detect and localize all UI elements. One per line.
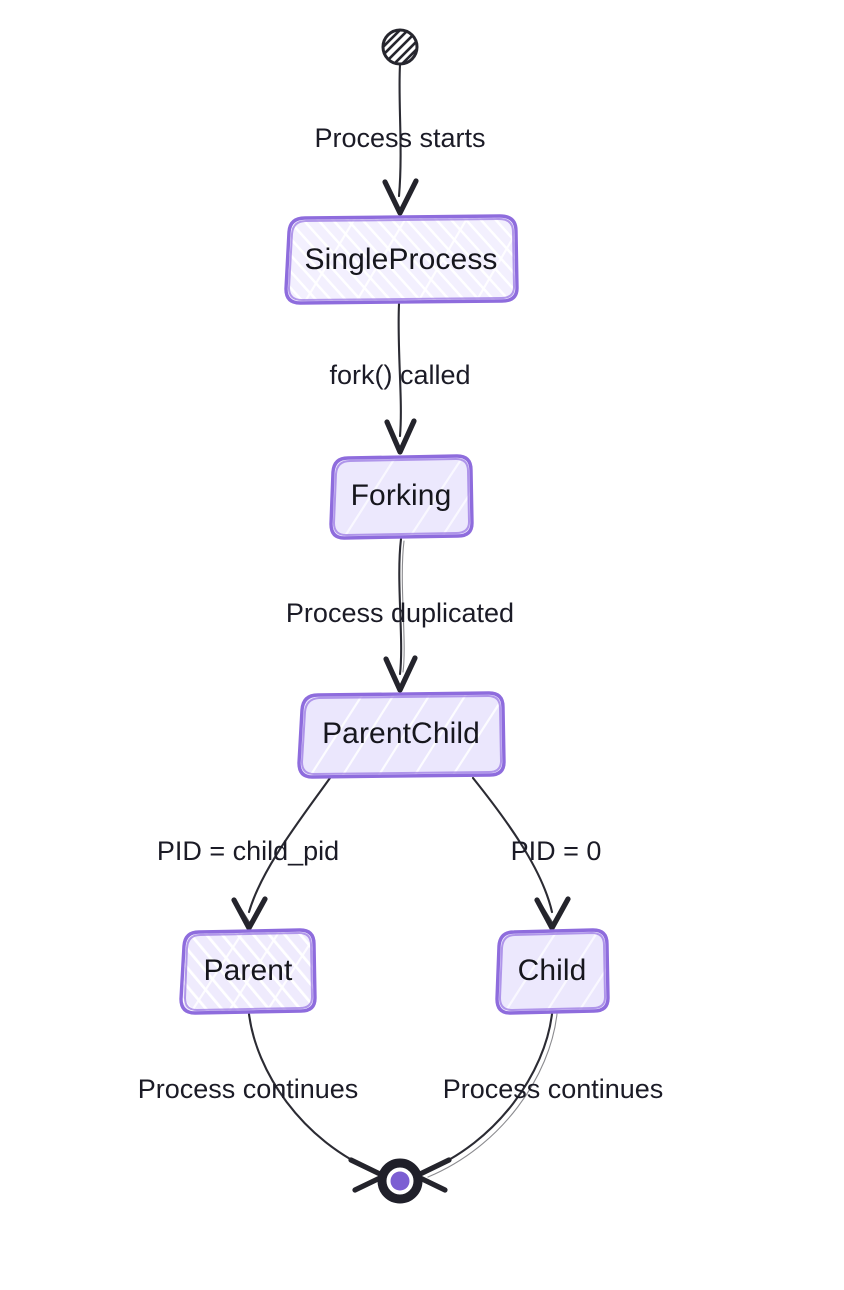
edge-label-process-continues-right: Process continues — [443, 1074, 664, 1104]
state-node-background — [497, 930, 608, 1013]
state-node-border — [179, 928, 317, 1015]
state-node-singleprocess[interactable]: SingleProcess — [284, 208, 528, 312]
arrowhead-icon — [382, 178, 419, 216]
edge-parentchild-to-child: PID = 0 — [471, 776, 602, 931]
edge-label-process-continues-left: Process continues — [138, 1074, 359, 1104]
edge-label-pid-child-pid: PID = child_pid — [157, 836, 339, 866]
state-node-border-sketch — [301, 695, 502, 775]
state-node-label: Child — [518, 954, 587, 987]
state-node-border-sketch — [499, 932, 606, 1011]
edge-path — [471, 776, 554, 914]
state-node-child[interactable]: Child — [495, 926, 620, 1022]
edge-label-fork-called: fork() called — [329, 360, 470, 390]
state-node-border — [329, 454, 474, 540]
state-node-label: SingleProcess — [304, 243, 497, 276]
end-node[interactable] — [377, 1158, 423, 1204]
state-node-label: Parent — [204, 954, 294, 987]
end-node-inner-dot — [390, 1171, 410, 1191]
edge-path-ghost — [401, 540, 405, 673]
edge-start-to-singleprocess: Process starts — [314, 63, 486, 216]
arrowhead-inner-icon — [539, 902, 568, 928]
state-node-border — [297, 691, 506, 779]
state-node-forking[interactable]: Forking — [329, 450, 492, 546]
state-node-texture — [298, 216, 517, 303]
edge-label-pid-zero: PID = 0 — [511, 836, 602, 866]
edge-label-process-starts: Process starts — [314, 123, 485, 153]
edge-label-process-duplicated: Process duplicated — [286, 598, 514, 628]
edge-path — [247, 776, 332, 914]
state-node-texture — [338, 456, 472, 538]
edge-forking-to-parentchild: Process duplicated — [286, 537, 514, 693]
state-node-border — [284, 214, 519, 305]
edge-path — [398, 537, 403, 676]
state-node-background — [331, 456, 472, 538]
edge-path — [397, 63, 402, 198]
state-node-border-sketch — [333, 458, 470, 536]
edge-parentchild-to-parent: PID = child_pid — [157, 776, 339, 931]
edge-child-to-end: Process continues — [413, 1012, 664, 1193]
edge-parent-to-end: Process continues — [138, 1012, 387, 1193]
state-node-label: Forking — [351, 479, 452, 512]
edge-path — [397, 302, 402, 438]
edge-path-ghost — [427, 1013, 558, 1178]
state-node-border-sketch — [288, 218, 515, 301]
state-node-border — [495, 928, 610, 1015]
state-node-parentchild[interactable]: ParentChild — [297, 686, 508, 786]
start-node-outline — [381, 28, 419, 66]
state-node-label: ParentChild — [322, 717, 480, 750]
end-node-ring-sketch — [381, 1162, 419, 1200]
state-node-background — [181, 930, 315, 1013]
state-node-border-sketch — [184, 932, 313, 1011]
edge-singleprocess-to-forking: fork() called — [329, 302, 471, 455]
start-node[interactable] — [376, 24, 424, 70]
arrowhead-icon — [383, 655, 418, 693]
arrowhead-icon — [384, 418, 417, 455]
state-node-parent[interactable]: Parent — [179, 924, 320, 1022]
arrowhead-inner-icon — [236, 902, 265, 928]
state-node-texture — [303, 693, 504, 777]
